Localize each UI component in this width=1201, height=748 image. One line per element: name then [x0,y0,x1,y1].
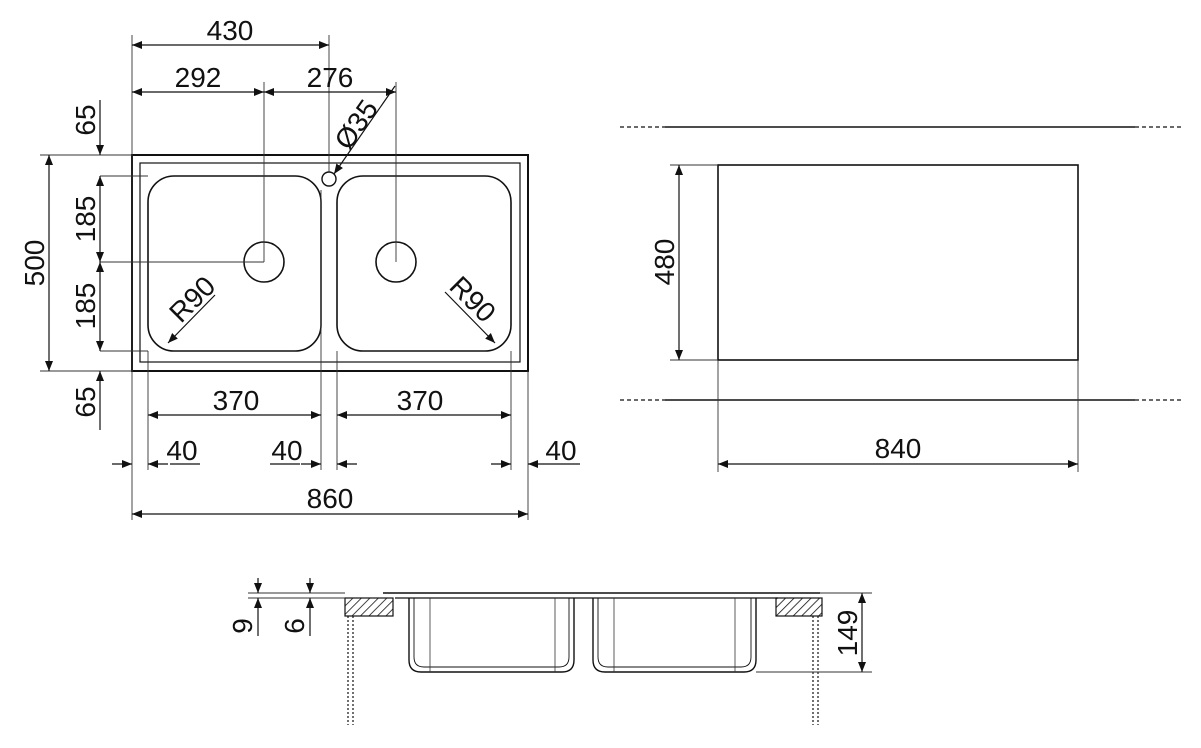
cutout-view: 480 840 [620,126,1182,472]
dim-860: 860 [307,483,354,514]
sink-inner-outline [139,162,521,363]
dim-radius-left: R90 [163,270,221,328]
dim-6: 6 [279,618,310,634]
section-right-bowl [592,598,757,673]
worktop-section-right [775,597,823,617]
dim-370-right: 370 [397,385,444,416]
extension-lines [40,35,529,520]
dim-500: 500 [19,240,50,287]
section-left-bowl-inner [413,598,570,668]
section-view: 9 6 149 [227,578,872,725]
tap-hole [321,171,337,187]
section-right-bowl-inner [597,598,752,668]
dim-9: 9 [227,618,258,634]
dim-40-right: 40 [545,435,576,466]
dim-40-left: 40 [166,435,197,466]
dim-65-bottom: 65 [70,386,101,417]
dim-185-lower: 185 [70,283,101,330]
dim-430: 430 [207,15,254,46]
sink-outer-outline [131,154,529,372]
dim-276: 276 [307,62,354,93]
worktop-section-left [344,597,394,617]
dim-480: 480 [649,239,680,286]
dim-292: 292 [175,62,222,93]
dim-149: 149 [832,610,863,657]
dim-65-top: 65 [70,104,101,135]
dim-tap-hole: Ø35 [328,94,384,155]
section-left-bowl [408,598,575,673]
dim-radius-right: R90 [444,270,502,328]
section-dimension-lines [248,578,872,673]
horizontal-dimension-lines [112,41,580,518]
vertical-dimension-lines [45,100,104,430]
cutout-extension-lines [670,164,1079,472]
dim-840: 840 [875,433,922,464]
dim-370-left: 370 [213,385,260,416]
cutout-rectangle [717,164,1079,361]
top-view: 430 292 276 Ø35 500 65 185 185 65 R90 R9… [19,15,580,520]
dim-185-upper: 185 [70,196,101,243]
leader-lines [167,85,496,344]
right-bowl [336,175,512,352]
left-bowl [147,175,322,352]
dim-40-center: 40 [271,435,302,466]
